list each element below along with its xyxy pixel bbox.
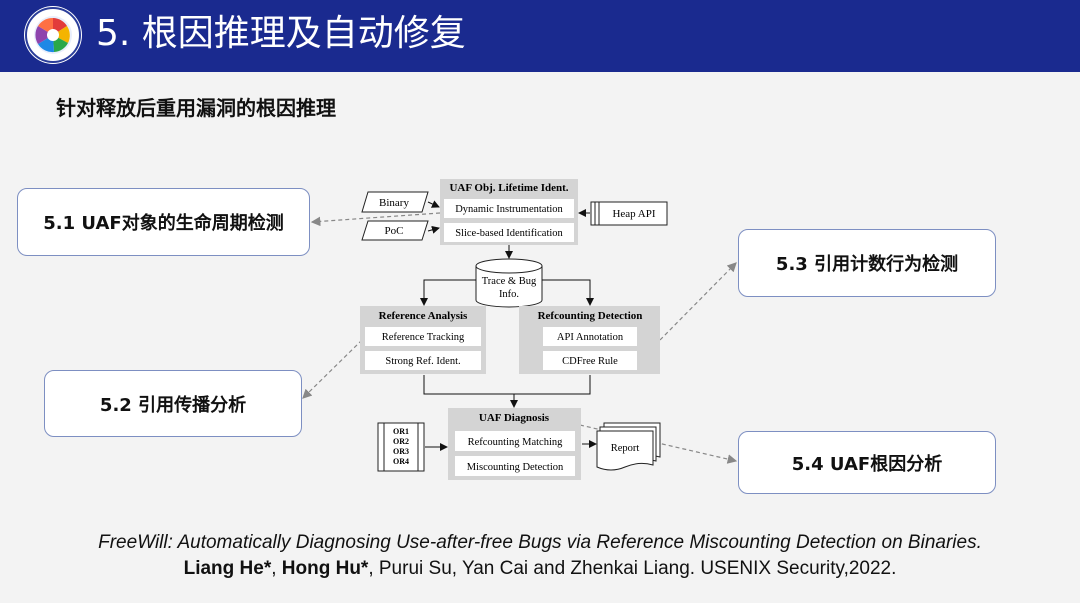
miscounting-detection: Miscounting Detection [467, 462, 564, 473]
cdfree-rule: CDFree Rule [562, 356, 618, 367]
input-binary: Binary [361, 191, 429, 213]
slide-title: 5. 根因推理及自动修复 [96, 13, 466, 54]
refcounting-matching: Refcounting Matching [468, 437, 564, 448]
input-poc: PoC [361, 220, 429, 241]
header-bar: 5. 根因推理及自动修复 [0, 0, 1080, 72]
citation-title: FreeWill: Automatically Diagnosing Use-a… [98, 532, 982, 553]
or1-label: OR1 [393, 427, 409, 436]
refcounting-detection-title: Refcounting Detection [538, 310, 643, 322]
author-liang-he: Liang He* [183, 558, 272, 579]
connector-5-1 [310, 212, 441, 227]
refcounting-detection-box: Refcounting Detection API Annotation CDF… [519, 306, 660, 374]
heap-api-label: Heap API [612, 208, 655, 220]
reference-analysis-title: Reference Analysis [379, 310, 468, 322]
reference-analysis-box: Reference Analysis Reference Tracking St… [360, 306, 486, 374]
logo-emblem [25, 7, 81, 63]
callout-5-3: 5.3 引用计数行为检测 [738, 229, 996, 297]
binary-label: Binary [379, 197, 409, 209]
input-heap-api: Heap API [590, 201, 668, 226]
store-line2: Info. [499, 289, 519, 300]
connector-5-3 [659, 262, 737, 341]
diagnosis-title: UAF Diagnosis [479, 412, 550, 424]
api-annotation: API Annotation [557, 332, 624, 343]
author-hong-hu: Hong Hu* [281, 558, 369, 579]
citation-authors: Liang He*, Hong Hu*, Purui Su, Yan Cai a… [0, 558, 1080, 580]
or2-label: OR2 [393, 437, 409, 446]
or-list: OR1 OR2 OR3 OR4 [377, 422, 425, 472]
uaf-diagnosis-box: UAF Diagnosis Refcounting Matching Misco… [448, 408, 581, 480]
report-docs: Report [596, 422, 661, 471]
reference-tracking: Reference Tracking [382, 332, 465, 343]
inforsec-logo [24, 6, 82, 64]
lifetime-ident-box: UAF Obj. Lifetime Ident. Dynamic Instrum… [440, 179, 578, 245]
store-line1: Trace & Bug [482, 276, 537, 287]
strong-ref-ident: Strong Ref. Ident. [385, 356, 460, 367]
slide-subtitle: 针对释放后重用漏洞的根因推理 [56, 96, 336, 120]
or4-label: OR4 [393, 457, 409, 466]
callout-5-4: 5.4 UAF根因分析 [738, 431, 996, 494]
trace-bug-store: Trace & Bug Info. [475, 258, 543, 308]
author-sep: , [271, 558, 282, 579]
or3-label: OR3 [393, 447, 409, 456]
poc-label: PoC [385, 225, 404, 237]
connector-5-2 [302, 339, 363, 399]
callout-5-2: 5.2 引用传播分析 [44, 370, 302, 437]
callout-5-1: 5.1 UAF对象的生命周期检测 [17, 188, 310, 256]
lifetime-title: UAF Obj. Lifetime Ident. [449, 182, 568, 194]
report-label: Report [611, 443, 640, 454]
author-rest: , Purui Su, Yan Cai and Zhenkai Liang. U… [368, 558, 897, 579]
slice-based-identification: Slice-based Identification [455, 228, 563, 239]
dynamic-instrumentation: Dynamic Instrumentation [455, 204, 563, 215]
